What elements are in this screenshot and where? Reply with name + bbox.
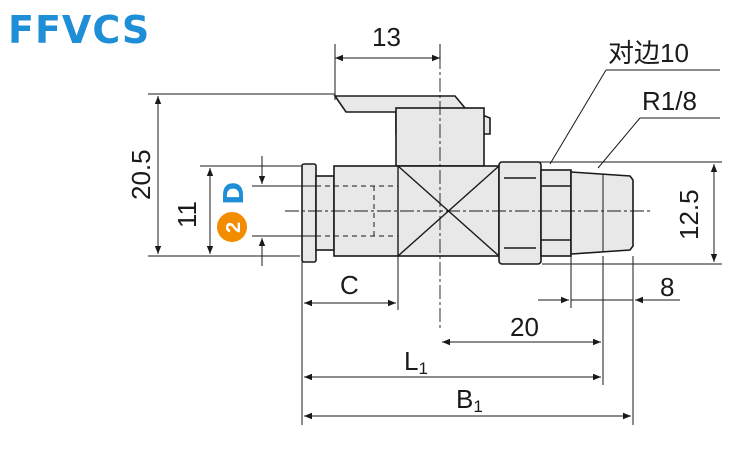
dim-b1: B1 bbox=[304, 308, 634, 425]
dim-thread-label: R1/8 bbox=[642, 86, 697, 116]
dim-port-c-label: C bbox=[340, 270, 359, 300]
dim-right-height: 12.5 bbox=[500, 161, 722, 265]
dim-center-to-end: 20 bbox=[442, 256, 604, 385]
diameter-label: D bbox=[217, 182, 250, 205]
dim-across-flats: 对边10 bbox=[549, 38, 720, 165]
thread-section bbox=[570, 171, 634, 255]
dim-height-body-label: 11 bbox=[172, 201, 202, 228]
dim-right-height-label: 12.5 bbox=[674, 189, 704, 240]
tube-fitting bbox=[315, 175, 335, 251]
dim-center-to-end-label: 20 bbox=[510, 312, 539, 342]
dim-height-body: 11 bbox=[172, 165, 302, 254]
hidden-lines bbox=[316, 185, 398, 237]
dim-diameter: 2 D bbox=[217, 156, 316, 266]
dim-top-width: 13 bbox=[334, 22, 441, 100]
valve-body-outline bbox=[301, 95, 634, 265]
dim-thread-length-label: 8 bbox=[660, 272, 674, 302]
dim-height-total-label: 20.5 bbox=[126, 149, 156, 200]
dim-b1-label: B1 bbox=[456, 384, 483, 416]
dim-across-flats-label: 对边10 bbox=[608, 38, 689, 68]
release-collar bbox=[301, 163, 317, 263]
diameter-badge bbox=[217, 212, 247, 242]
center-lines bbox=[285, 55, 650, 330]
dim-top-width-label: 13 bbox=[372, 22, 401, 52]
dim-port-c: C bbox=[301, 256, 399, 425]
dim-thread-length: 8 bbox=[538, 256, 680, 308]
product-title: FFVCS bbox=[8, 8, 151, 52]
diameter-badge-number: 2 bbox=[223, 222, 245, 233]
dim-height-total: 20.5 bbox=[126, 93, 335, 257]
dim-thread: R1/8 bbox=[597, 86, 720, 169]
dim-l1-label: L1 bbox=[404, 346, 428, 378]
hex-flats bbox=[540, 169, 572, 257]
dim-l1: L1 bbox=[304, 346, 601, 381]
